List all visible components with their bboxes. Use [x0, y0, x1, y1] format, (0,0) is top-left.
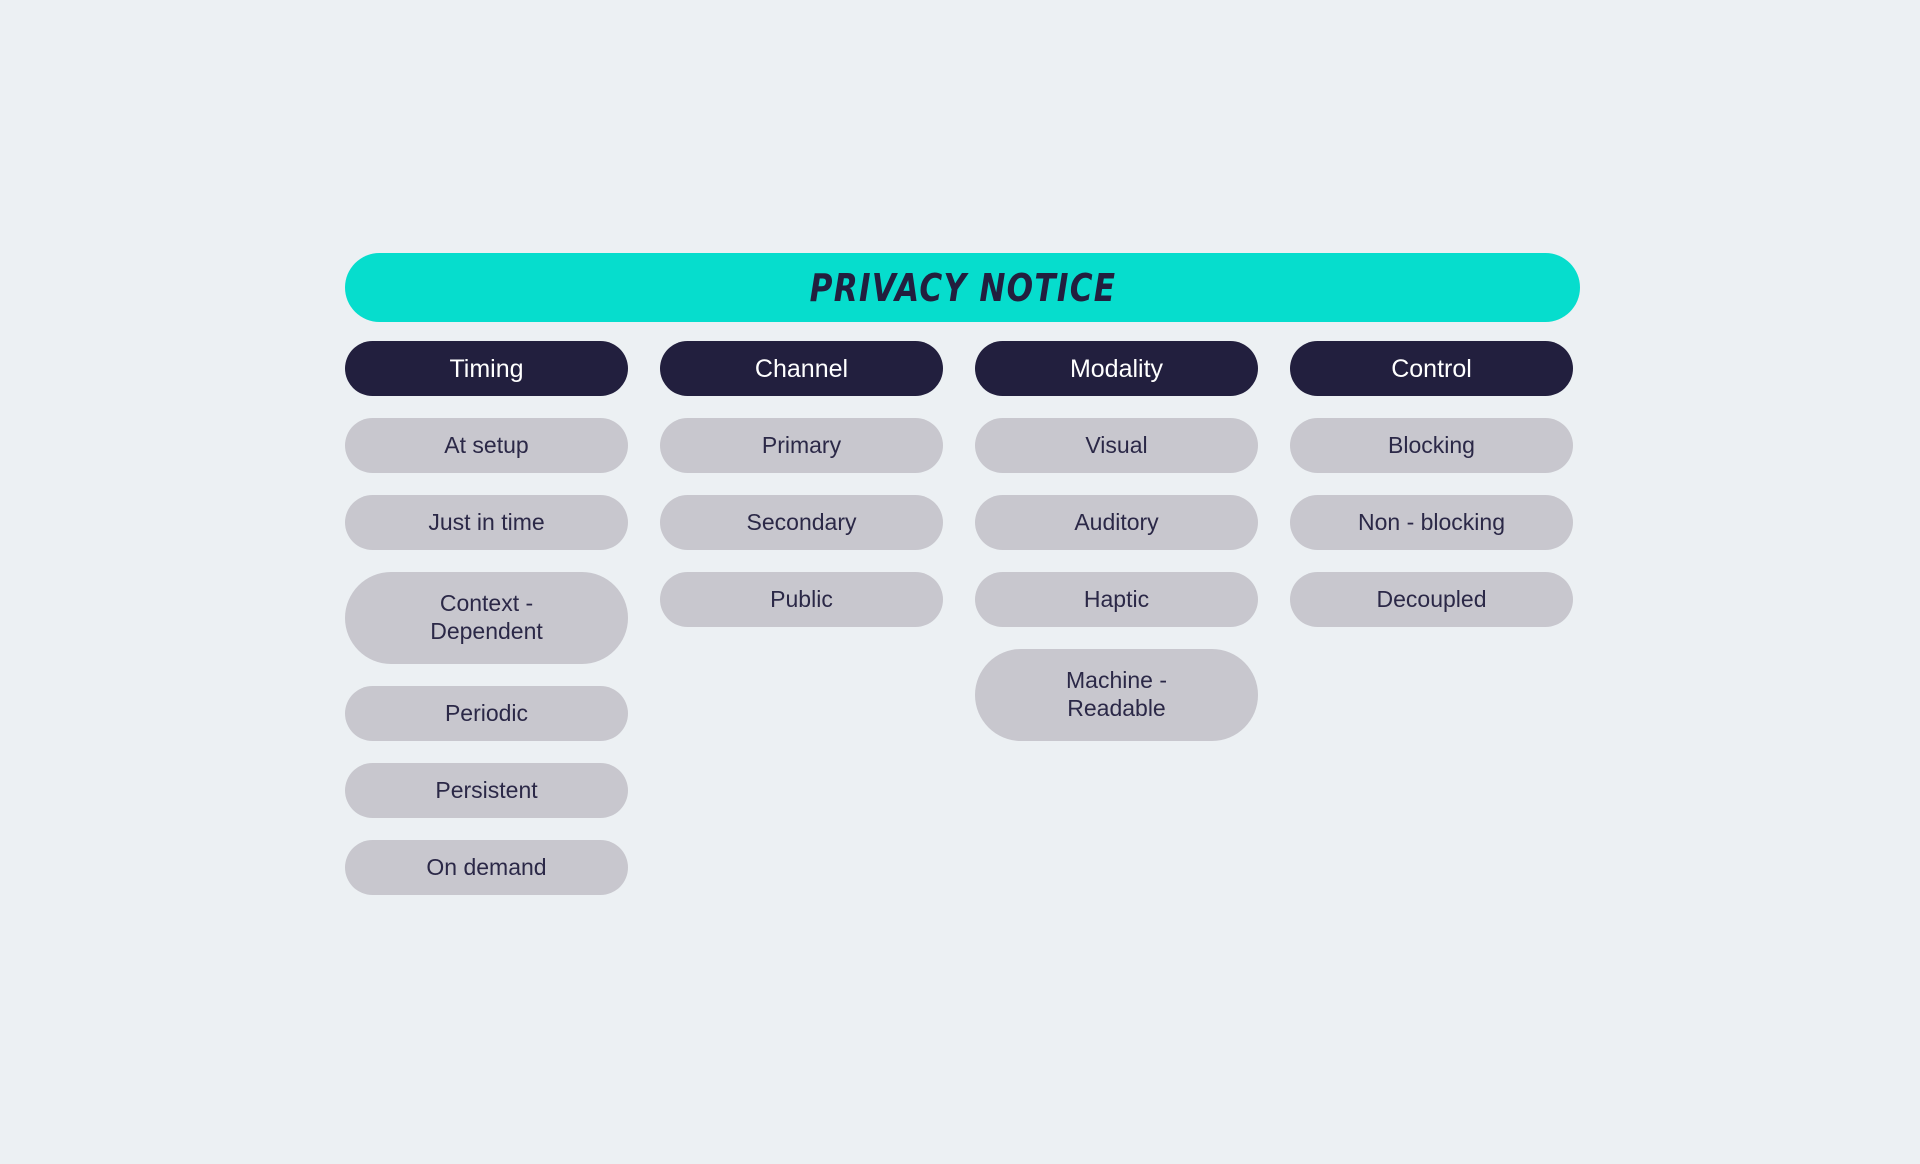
item-pill[interactable]: At setup	[345, 418, 628, 473]
item-pill[interactable]: Primary	[660, 418, 943, 473]
item-pill[interactable]: Persistent	[345, 763, 628, 818]
item-pill-label: Primary	[761, 431, 842, 458]
item-pill[interactable]: Secondary	[660, 495, 943, 550]
item-pill-label: On demand	[426, 853, 547, 880]
item-pill[interactable]: Context -Dependent	[345, 572, 628, 664]
column-header-modality[interactable]: Modality	[975, 341, 1258, 396]
item-pill[interactable]: Decoupled	[1290, 572, 1573, 627]
item-pill-label: Auditory	[1074, 508, 1159, 535]
item-pill-label: Visual	[1085, 431, 1148, 458]
item-pill[interactable]: Public	[660, 572, 943, 627]
item-pill-label-line: Readable	[1067, 695, 1166, 721]
item-pill-label-line: Machine -	[1066, 667, 1167, 694]
item-pill-label: Non - blocking	[1357, 508, 1506, 535]
column-header-timing[interactable]: Timing	[345, 341, 628, 396]
item-pill-label: Periodic	[444, 699, 529, 726]
item-pill[interactable]: Periodic	[345, 686, 628, 741]
item-pill-label: Context -Dependent	[430, 590, 543, 645]
item-pill-label-line: Dependent	[430, 618, 543, 644]
item-pill[interactable]: Non - blocking	[1290, 495, 1573, 550]
item-pill-label: Secondary	[746, 508, 857, 535]
item-pill-label: Blocking	[1388, 431, 1475, 458]
item-pill[interactable]: Machine -Readable	[975, 649, 1258, 741]
item-pill-label: Public	[770, 585, 833, 612]
item-pill-label: At setup	[444, 431, 529, 458]
item-pill[interactable]: Visual	[975, 418, 1258, 473]
item-pill-label: Decoupled	[1376, 585, 1487, 612]
item-pill[interactable]: Auditory	[975, 495, 1258, 550]
item-pill[interactable]: Haptic	[975, 572, 1258, 627]
item-pill-label-line: Context -	[439, 590, 534, 617]
item-pill-label: Haptic	[1083, 585, 1150, 612]
item-pill[interactable]: Just in time	[345, 495, 628, 550]
item-pill[interactable]: On demand	[345, 840, 628, 895]
item-pill-label: Machine -Readable	[1066, 667, 1167, 722]
column-header-control[interactable]: Control	[1290, 341, 1573, 396]
column-header-channel[interactable]: Channel	[660, 341, 943, 396]
page-title: PRIVACY NOTICE	[809, 265, 1116, 310]
item-pill[interactable]: Blocking	[1290, 418, 1573, 473]
item-pill-label: Persistent	[435, 776, 538, 803]
privacy-notice-title-bar: PRIVACY NOTICE	[345, 253, 1580, 322]
item-pill-label: Just in time	[428, 508, 545, 535]
